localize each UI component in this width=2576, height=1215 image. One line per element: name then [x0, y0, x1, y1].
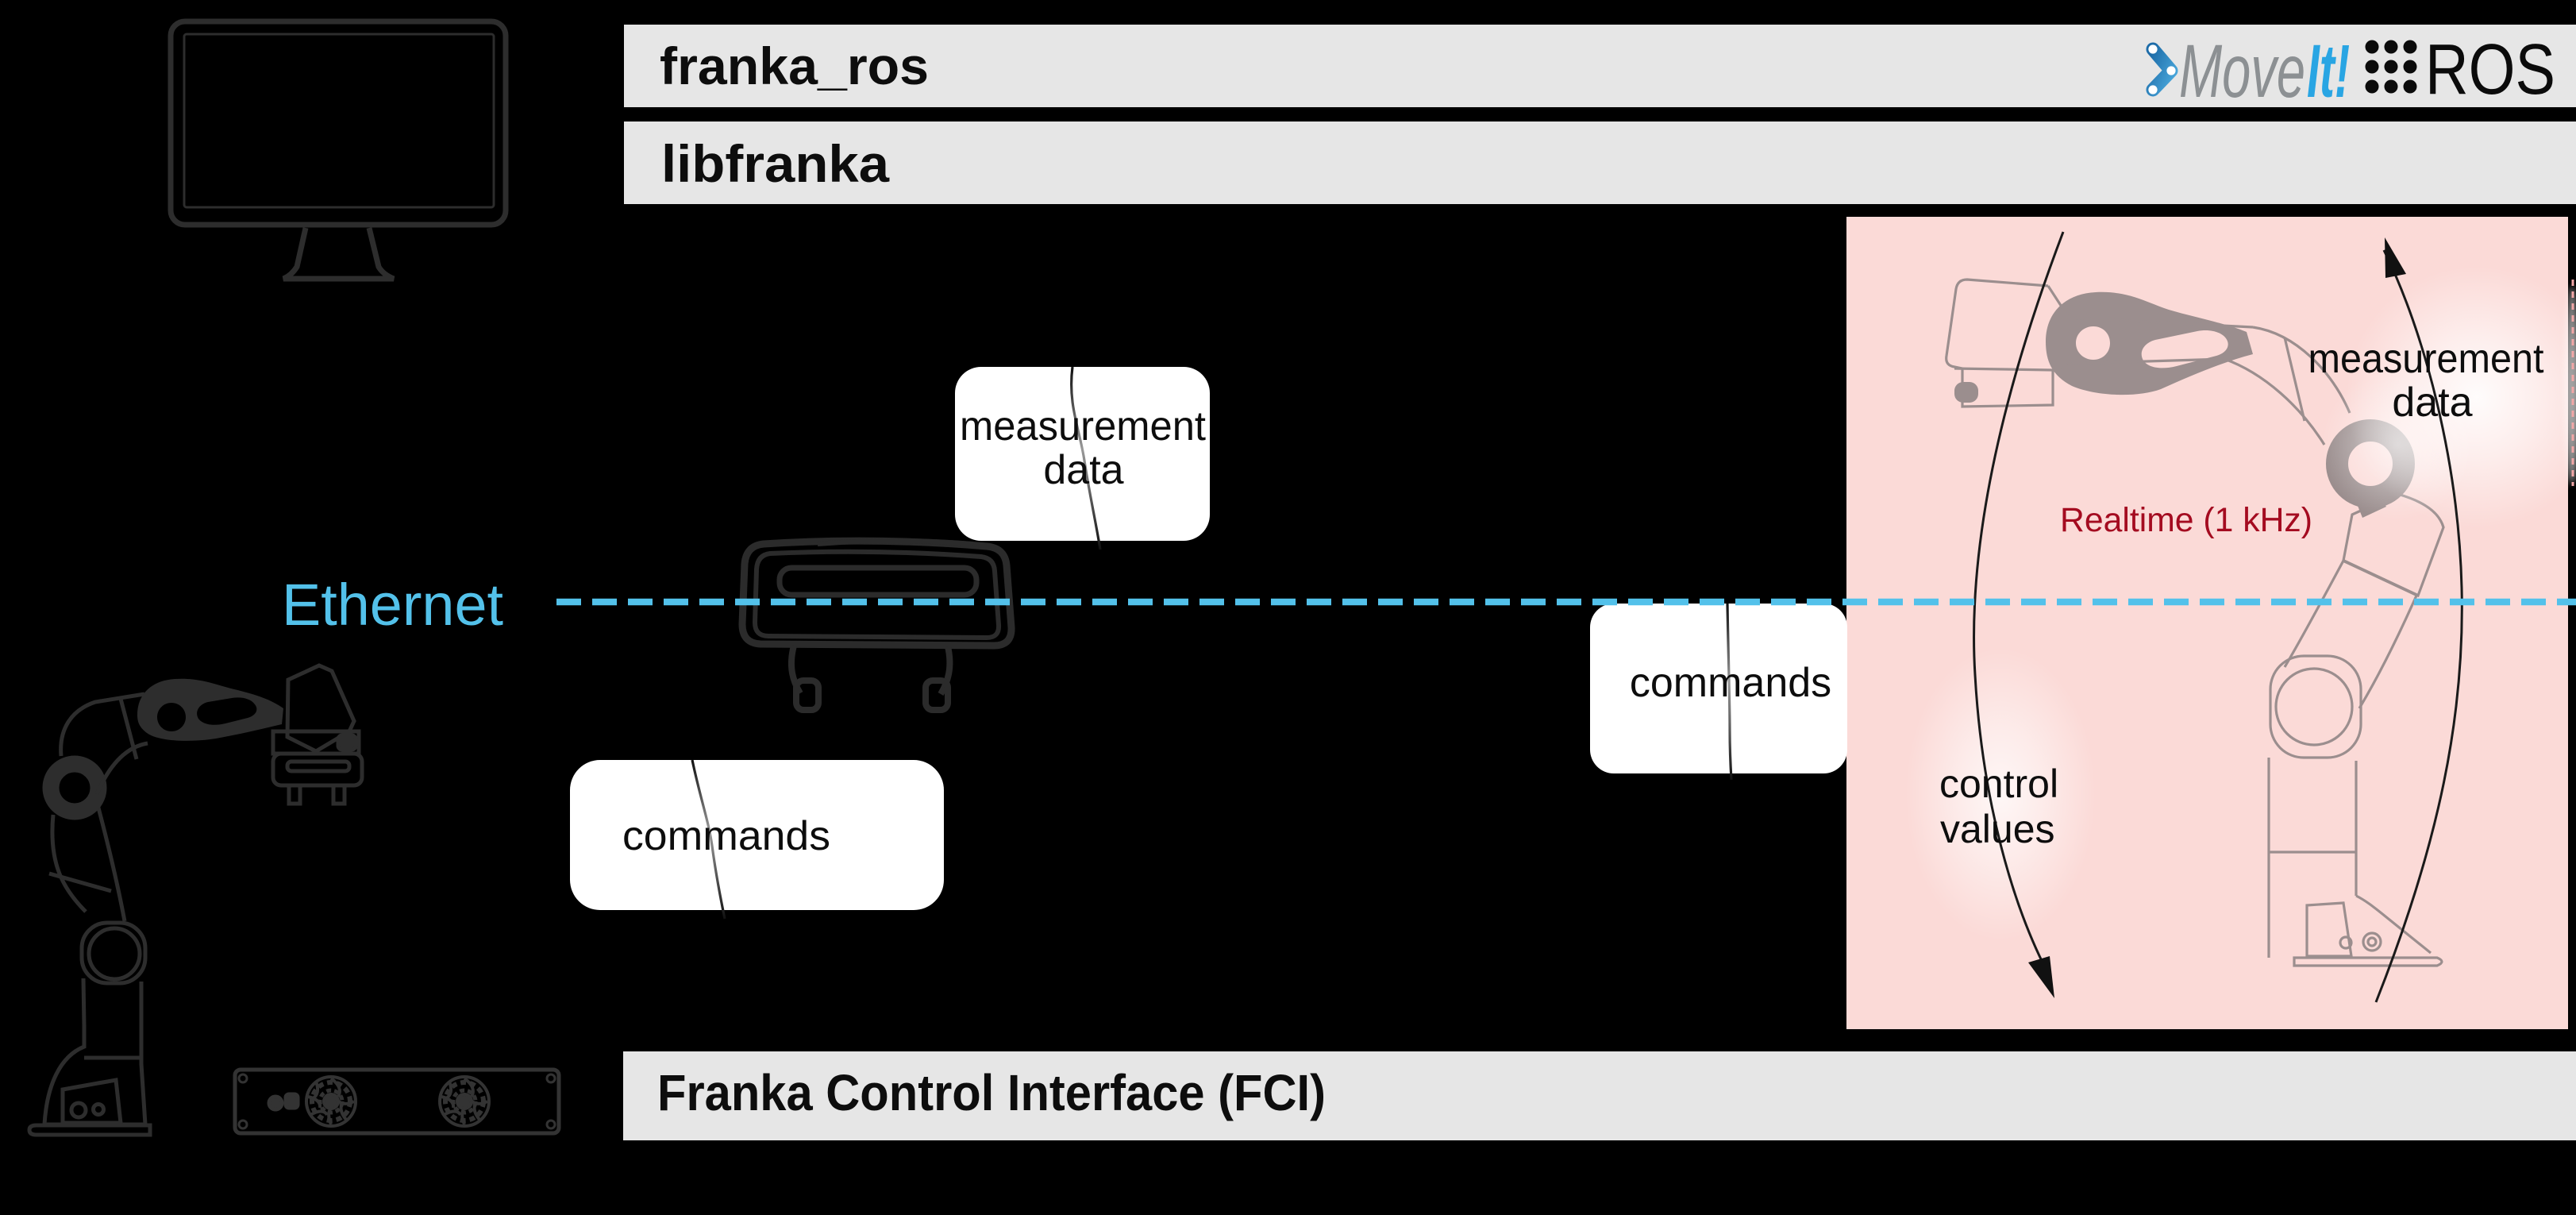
svg-text:commands: commands: [622, 813, 830, 859]
svg-text:Realtime (1 kHz): Realtime (1 kHz): [2060, 501, 2312, 539]
svg-text:ROS: ROS: [2425, 30, 2555, 110]
svg-text:data: data: [1043, 447, 1123, 493]
svg-text:data: data: [2392, 380, 2472, 426]
svg-text:measurement: measurement: [2308, 336, 2545, 382]
svg-text:libfranka: libfranka: [661, 134, 890, 193]
svg-text:franka_ros: franka_ros: [660, 37, 929, 95]
svg-text:Ethernet: Ethernet: [282, 572, 503, 638]
svg-text:measurement: measurement: [960, 403, 1207, 449]
svg-text:values: values: [1940, 807, 2055, 851]
svg-text:Franka Control Interface (FCI): Franka Control Interface (FCI): [657, 1064, 1326, 1121]
svg-text:commands: commands: [1630, 660, 1831, 706]
svg-text:Move: Move: [2179, 29, 2305, 114]
svg-text:It!: It!: [2307, 29, 2350, 114]
svg-text:control: control: [1939, 762, 2058, 806]
